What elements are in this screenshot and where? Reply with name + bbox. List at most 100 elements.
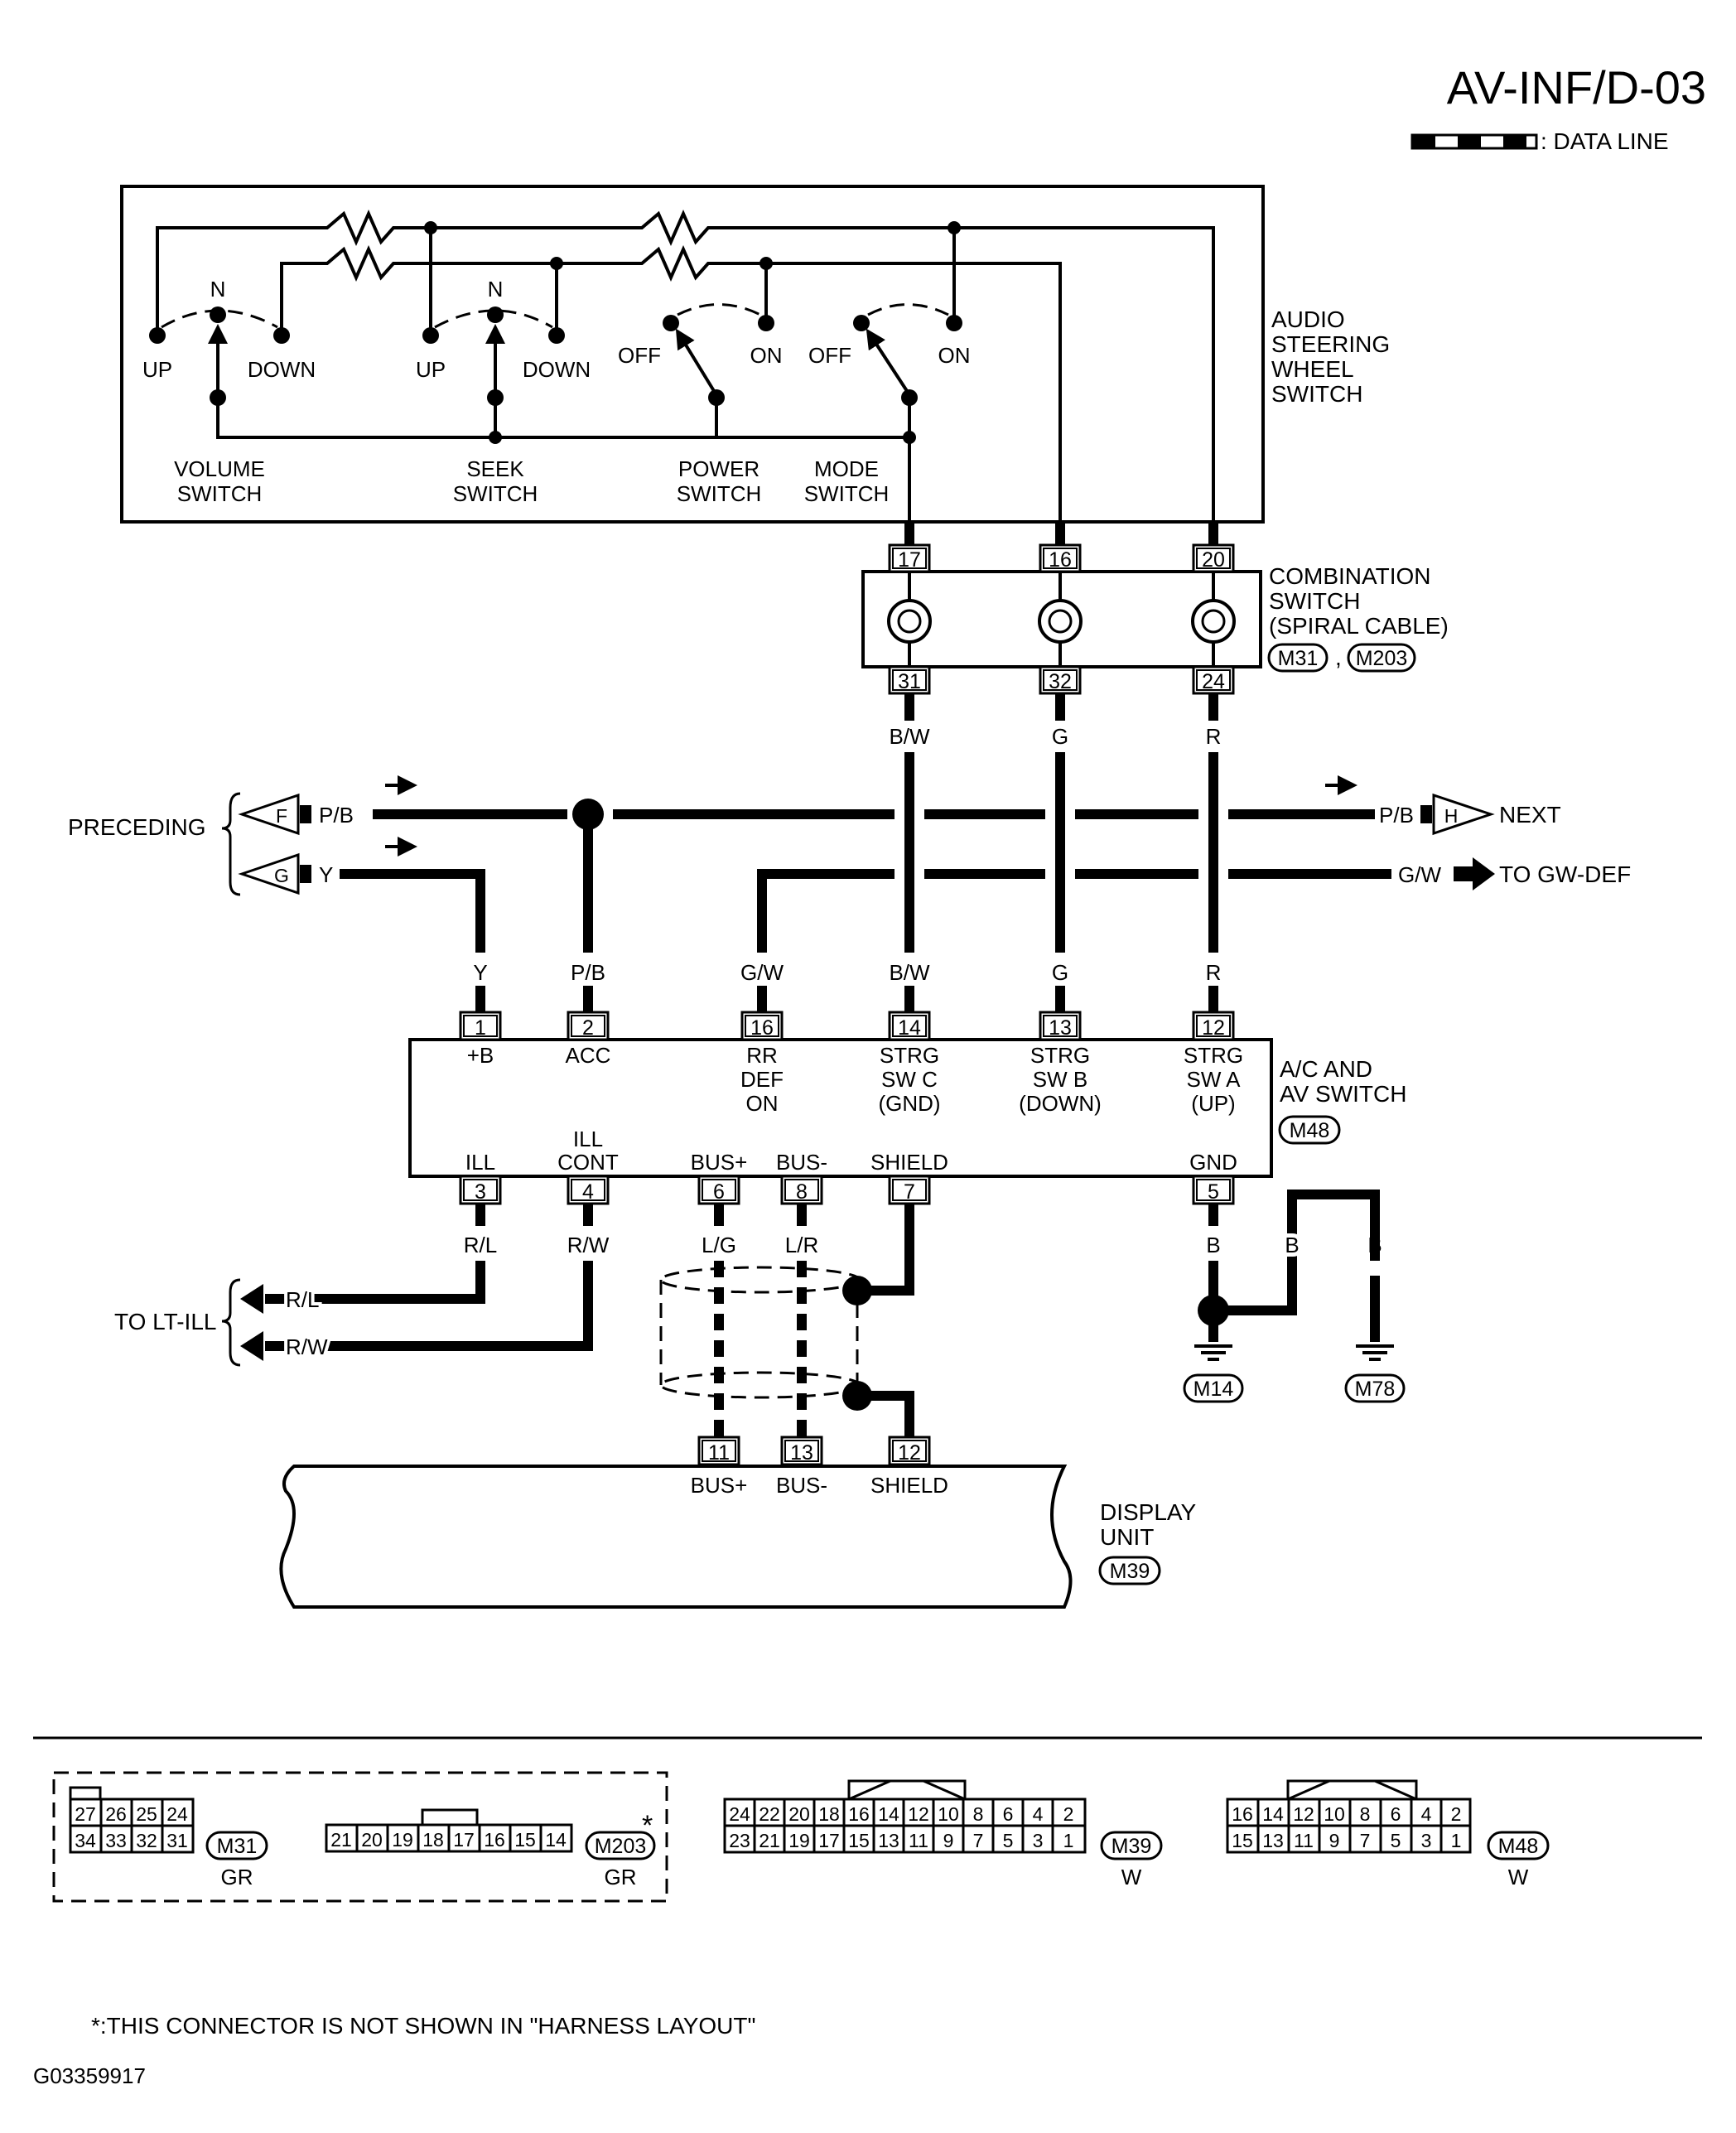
shielded-bus-cable — [659, 1261, 914, 1437]
ac-av-switch-box — [408, 1038, 1273, 1178]
connector-m48-tag: M48 — [1290, 1119, 1330, 1142]
connector-face-m48: 16 14 12 10 8 6 4 2 15 13 11 9 7 5 3 1 M… — [1226, 1779, 1550, 1889]
svg-text:R/W: R/W — [286, 1334, 328, 1359]
svg-text:B/W: B/W — [889, 724, 930, 749]
svg-text:WHEEL: WHEEL — [1271, 356, 1354, 382]
svg-text:15: 15 — [848, 1830, 870, 1851]
svg-text:17: 17 — [818, 1830, 840, 1851]
svg-text:BUS-: BUS- — [776, 1473, 827, 1498]
data-line-legend: : DATA LINE — [1410, 128, 1669, 154]
svg-text:24: 24 — [166, 1803, 188, 1825]
svg-text:14: 14 — [1262, 1803, 1284, 1825]
svg-text:13: 13 — [878, 1830, 899, 1851]
svg-text:9: 9 — [943, 1830, 954, 1851]
svg-text:9: 9 — [1329, 1830, 1340, 1851]
connector-face-m39: 24 22 20 18 16 14 12 10 8 6 4 2 23 21 19… — [723, 1779, 1163, 1889]
display-unit-pin-12: 12 SHIELD — [870, 1436, 948, 1498]
svg-text:TO LT-ILL: TO LT-ILL — [114, 1309, 216, 1334]
ac-av-bottom-pin-4: ILL CONT 4 R/W — [557, 1127, 619, 1257]
svg-text:DISPLAY: DISPLAY — [1100, 1499, 1197, 1525]
ground-m14-tag: M14 — [1194, 1378, 1234, 1401]
svg-text:3: 3 — [1421, 1830, 1432, 1851]
svg-text:SWITCH: SWITCH — [1269, 588, 1360, 614]
footnote: *:THIS CONNECTOR IS NOT SHOWN IN "HARNES… — [91, 2013, 755, 2039]
svg-text:R/L: R/L — [286, 1287, 319, 1312]
svg-text:RR: RR — [746, 1043, 778, 1068]
svg-text:11: 11 — [909, 1830, 928, 1851]
svg-text:33: 33 — [105, 1830, 127, 1851]
svg-text:4: 4 — [1421, 1803, 1432, 1825]
combination-switch-pin-32: 32 — [1039, 665, 1082, 695]
svg-text:GND: GND — [1189, 1150, 1237, 1175]
display-unit: DISPLAY UNIT M39 — [279, 1465, 1197, 1609]
svg-text:ILL: ILL — [573, 1127, 603, 1151]
connector-g: G Y — [238, 837, 417, 895]
svg-text:12: 12 — [1202, 1016, 1225, 1040]
svg-text:M39: M39 — [1112, 1835, 1152, 1858]
svg-text:26: 26 — [105, 1803, 127, 1825]
connector-m31-tag: M31 — [1278, 647, 1319, 670]
combination-switch-label: COMBINATION SWITCH (SPIRAL CABLE) M31 , … — [1267, 563, 1449, 673]
svg-text:STRG: STRG — [1184, 1043, 1243, 1068]
svg-text:W: W — [1121, 1865, 1142, 1889]
svg-text:31: 31 — [898, 670, 921, 693]
svg-text:(GND): (GND) — [878, 1091, 940, 1116]
svg-text:COMBINATION: COMBINATION — [1269, 563, 1430, 589]
ground-m78-tag: M78 — [1355, 1378, 1396, 1401]
svg-text:R: R — [1206, 960, 1222, 985]
data-line-legend-text: : DATA LINE — [1541, 128, 1669, 154]
ac-av-switch-label: A/C AND AV SWITCH M48 — [1278, 1056, 1406, 1145]
combination-switch-pin-20: 20 — [1192, 543, 1235, 573]
svg-text:19: 19 — [788, 1830, 810, 1851]
svg-text:UNIT: UNIT — [1100, 1524, 1154, 1550]
svg-text:ILL: ILL — [465, 1150, 495, 1175]
display-unit-pin-11: 11 BUS+ — [691, 1436, 747, 1498]
svg-text:2: 2 — [1451, 1803, 1462, 1825]
svg-text:G: G — [1052, 960, 1068, 985]
svg-text:1: 1 — [475, 1016, 486, 1040]
connector-m39-tag: M39 — [1110, 1560, 1150, 1583]
svg-text:G/W: G/W — [740, 960, 784, 985]
svg-text:P/B: P/B — [1379, 803, 1414, 828]
svg-text:GR: GR — [221, 1865, 253, 1889]
svg-text:7: 7 — [1360, 1830, 1371, 1851]
svg-text:19: 19 — [392, 1829, 413, 1851]
svg-text:ON: ON — [750, 343, 783, 368]
ac-av-bottom-pin-3: ILL 3 R/L — [459, 1150, 502, 1257]
svg-text:31: 31 — [166, 1830, 188, 1851]
connector-face-m31: 27 26 25 24 34 33 32 31 M31 GR — [69, 1786, 268, 1889]
svg-text:5: 5 — [1391, 1830, 1401, 1851]
svg-text:SWITCH: SWITCH — [804, 481, 890, 506]
svg-text:R: R — [1206, 724, 1222, 749]
svg-text:STRG: STRG — [880, 1043, 939, 1068]
ac-av-top-pin-2: P/B 2 ACC — [566, 960, 611, 1068]
svg-text:16: 16 — [1049, 548, 1072, 572]
svg-text:(DOWN): (DOWN) — [1019, 1091, 1102, 1116]
svg-text:6: 6 — [1391, 1803, 1401, 1825]
ac-av-bottom-pin-6: BUS+ 6 L/G — [691, 1150, 748, 1257]
svg-text:15: 15 — [1232, 1830, 1253, 1851]
svg-text:AV SWITCH: AV SWITCH — [1280, 1081, 1406, 1107]
ac-av-bottom-pin-7: SHIELD 7 — [857, 1150, 948, 1296]
connector-f: F P/B — [238, 775, 417, 836]
combination-switch-wire-colors: B/W G R — [889, 724, 1221, 749]
svg-text:12: 12 — [908, 1803, 929, 1825]
svg-text:12: 12 — [898, 1441, 921, 1465]
svg-text:Y: Y — [473, 960, 487, 985]
svg-text:17: 17 — [898, 548, 921, 572]
svg-text:BUS+: BUS+ — [691, 1150, 748, 1175]
svg-text:(UP): (UP) — [1191, 1091, 1235, 1116]
svg-text:2: 2 — [582, 1016, 594, 1040]
svg-text:SWITCH: SWITCH — [1271, 381, 1362, 407]
ac-av-top-pin-13: G 13 STRG SW B (DOWN) — [1019, 960, 1102, 1116]
harness-layout-note-box — [52, 1771, 668, 1903]
svg-text:B/W: B/W — [889, 960, 930, 985]
svg-text:11: 11 — [1294, 1830, 1314, 1851]
svg-text:POWER: POWER — [678, 456, 760, 481]
svg-text:MODE: MODE — [814, 456, 879, 481]
svg-text:18: 18 — [818, 1803, 840, 1825]
svg-text:23: 23 — [729, 1830, 750, 1851]
svg-text:21: 21 — [759, 1830, 780, 1851]
svg-text:16: 16 — [750, 1016, 774, 1040]
combination-switch-pin-31: 31 — [888, 665, 931, 695]
